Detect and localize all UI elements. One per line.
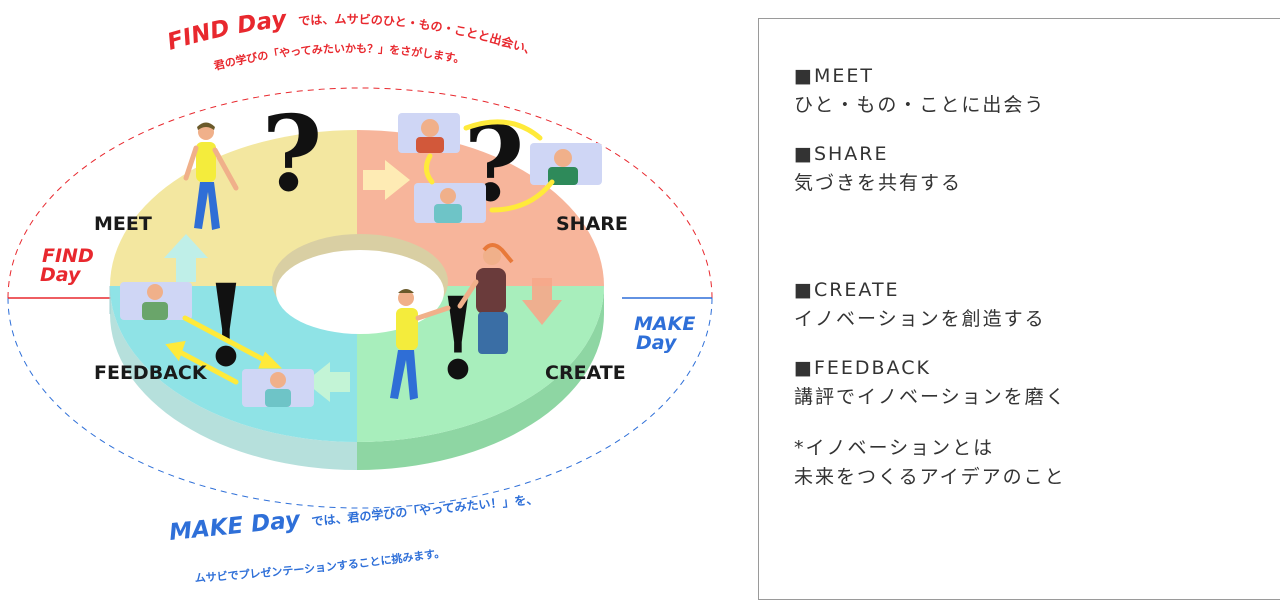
legend-item-title: ■MEET <box>794 65 874 87</box>
find-day-banner-line2: 君の学びの「やってみたいかも？」をさがします。 <box>213 42 466 73</box>
legend-item-desc: イノベーションを創造する <box>794 308 1046 330</box>
arrow-create-to-feedback <box>305 362 350 402</box>
side-label-find-line1: FIND <box>42 245 94 267</box>
legend-item-title: ■FEEDBACK <box>794 357 931 379</box>
label-create: CREATE <box>545 362 626 384</box>
arrow-share-to-create <box>522 278 562 325</box>
label-feedback: FEEDBACK <box>94 362 208 384</box>
legend-item-desc: 講評でイノベーションを磨く <box>794 386 1067 408</box>
create-quadrant <box>357 286 604 442</box>
side-label-make-line1: MAKE <box>634 313 695 335</box>
find-day-brand: FIND Day <box>164 6 288 55</box>
create-people-figures <box>390 243 514 400</box>
make-day-desc-line2: ムサビでプレゼンテーションすることに挑みます。 <box>194 546 445 584</box>
find-day-dashed-arc <box>7 87 713 299</box>
side-label-make-line2: Day <box>636 332 678 354</box>
make-day-dashed-arc <box>7 297 713 509</box>
legend-item-title: ■CREATE <box>794 279 900 301</box>
exclamation-mark-right: ! <box>433 274 482 405</box>
legend-item-desc: 気づきを共有する <box>794 172 963 194</box>
innovation-note: *イノベーションとは 未来をつくるアイデアのこと <box>794 434 1067 492</box>
legend-list: ■MEET ひと・もの・ことに出会う ■SHARE 気づきを共有する ■CREA… <box>794 62 1067 492</box>
arrow-meet-to-share <box>363 160 410 200</box>
person-walking-figure <box>183 122 239 230</box>
legend-item-share: ■SHARE 気づきを共有する <box>794 140 1067 198</box>
make-day-banner-line1: MAKE Day では、君の学びの「やってみたい！」を、 <box>168 492 539 546</box>
note-line2: 未来をつくるアイデアのこと <box>794 466 1066 488</box>
cycle-diagram: ? ? ! ! <box>7 6 713 584</box>
make-day-desc-line1: では、君の学びの「やってみたい！」を、 <box>311 492 539 529</box>
question-mark-left: ? <box>262 92 323 215</box>
legend-panel <box>758 18 1280 600</box>
arrow-feedback-to-meet <box>164 234 208 282</box>
legend-item-desc: ひと・もの・ことに出会う <box>794 94 1046 116</box>
share-exchange-arrows <box>424 119 555 213</box>
share-video-tiles <box>398 113 602 223</box>
label-share: SHARE <box>556 213 628 235</box>
ring-side <box>109 286 604 470</box>
feedback-video-tiles <box>120 282 314 407</box>
legend-item-title: ■SHARE <box>794 143 889 165</box>
label-meet: MEET <box>94 213 152 235</box>
make-day-banner-line2: ムサビでプレゼンテーションすることに挑みます。 <box>194 546 445 584</box>
side-label-find-line2: Day <box>40 264 82 286</box>
note-line1: *イノベーションとは <box>794 437 995 459</box>
find-day-desc-line2: 君の学びの「やってみたいかも？」をさがします。 <box>213 42 466 73</box>
legend-item-feedback: ■FEEDBACK 講評でイノベーションを磨く <box>794 354 1067 412</box>
legend-item-create: ■CREATE イノベーションを創造する <box>794 276 1067 334</box>
make-day-brand: MAKE Day <box>168 507 302 546</box>
feedback-exchange-arrows <box>165 315 283 385</box>
meet-quadrant <box>110 130 357 286</box>
ring-hole <box>272 234 448 334</box>
legend-item-meet: ■MEET ひと・もの・ことに出会う <box>794 62 1067 120</box>
